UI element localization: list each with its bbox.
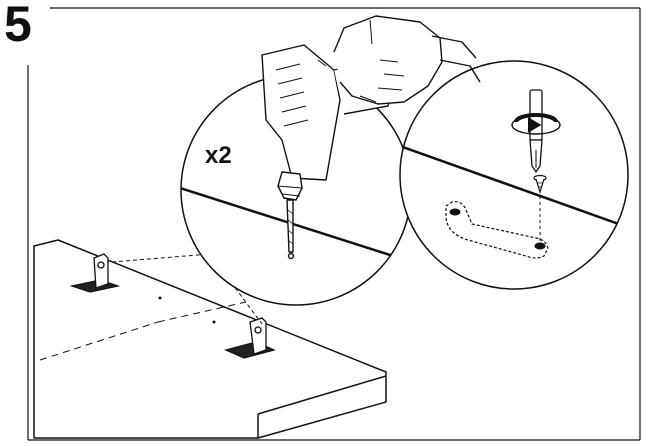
step-number: 5 bbox=[4, 0, 32, 52]
table-panel bbox=[33, 239, 387, 439]
bracket-left bbox=[69, 253, 121, 293]
bracket-right bbox=[224, 317, 276, 359]
screw-icon bbox=[533, 174, 547, 195]
mark-point bbox=[158, 296, 162, 300]
step-frame bbox=[27, 7, 641, 441]
mark-point bbox=[212, 320, 216, 324]
power-drill-icon bbox=[261, 15, 481, 260]
quantity-label: x2 bbox=[205, 142, 232, 169]
detail-circle-screw bbox=[399, 60, 629, 290]
screwdriver-icon bbox=[529, 89, 543, 174]
clockwise-rotation-arrow-icon bbox=[511, 113, 561, 135]
